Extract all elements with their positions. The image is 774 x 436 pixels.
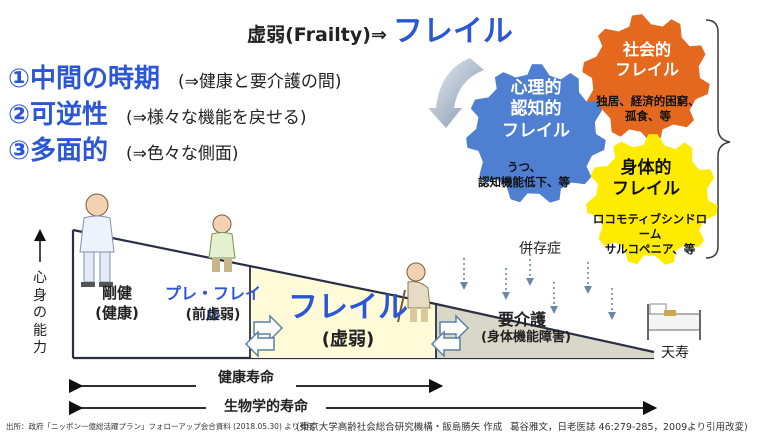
point-2: ②可逆性 (⇒様々な機能を戻せる)	[8, 94, 307, 131]
frailty-gears	[466, 14, 718, 265]
curved-arrow-icon	[428, 58, 484, 128]
physical-gear-label: 身体的 フレイル	[612, 158, 680, 200]
source-middle: (東京大学高齢社会総合研究機構・飯島勝矢 作成	[296, 422, 503, 433]
point-1-label: ①中間の時期	[8, 64, 161, 94]
page-title: 虚弱(Frailty)⇒フレイル	[200, 6, 560, 50]
point-3: ③多面的 (⇒色々な側面)	[8, 130, 239, 167]
prefrail-elder-figure	[208, 214, 236, 272]
social-gear-label: 社会的 フレイル	[614, 40, 679, 79]
stage-frail-sub: (虚弱)	[321, 329, 375, 350]
psych-gear-label: 心理的 認知的 フレイル	[502, 78, 570, 141]
title-main: フレイル	[392, 14, 513, 49]
frail-region	[250, 268, 436, 358]
stage-frail-label: フレイル	[288, 290, 408, 325]
y-axis-label: 心身 の 能力	[33, 270, 47, 356]
frail-elder-figure	[397, 262, 431, 323]
stage-care-label: 要介護	[497, 310, 546, 329]
title-prefix: 虚弱(Frailty)⇒	[247, 24, 387, 46]
biological-lifespan-label: 生物学的寿命	[206, 398, 326, 417]
stage-end-label: 天寿	[661, 345, 689, 361]
point-1: ①中間の時期 (⇒健康と要介護の間)	[8, 58, 342, 95]
point-2-label: ②可逆性	[8, 100, 109, 130]
source-left: 出所：政府「ニッポン一億総活躍プラン」フォローアップ会合資料 (2018.05.…	[6, 422, 315, 431]
gear-group-bracket	[705, 19, 731, 259]
stage-robust-label: 剛健 (健康)	[95, 284, 139, 322]
psych-gear-sub: うつ、 認知機能低下、等	[478, 160, 570, 189]
psych-gear-icon	[466, 64, 606, 203]
robust-elder-figure	[79, 193, 115, 287]
comorbidity-arrows	[463, 254, 613, 312]
stage-prefrail-label: プレ・フレイル	[164, 284, 261, 324]
point-2-note: (⇒様々な機能を戻せる)	[126, 108, 307, 128]
physical-gear-sub: ロコモティブシンドローム サルコペニア、等	[592, 212, 708, 256]
comorbidity-label: 併存症	[519, 241, 561, 257]
care-region	[436, 304, 654, 358]
point-3-label: ③多面的	[8, 136, 109, 166]
reversible-arrows-right	[430, 314, 470, 358]
reversible-arrows-left	[244, 314, 284, 358]
bed-icon	[647, 303, 701, 340]
source-right: 葛谷雅文，日老医誌 46:279-285，2009より引用改変)	[510, 422, 748, 433]
physical-gear-icon	[586, 134, 718, 265]
stage-care-sub: (身体機能障害)	[481, 330, 571, 345]
social-gear-icon	[582, 14, 710, 142]
point-1-note: (⇒健康と要介護の間)	[178, 72, 342, 92]
healthy-lifespan-label: 健康寿命	[196, 369, 296, 388]
point-3-note: (⇒色々な側面)	[126, 144, 239, 164]
social-gear-sub: 独居、経済的困窮、 孤食、等	[596, 94, 700, 123]
stage-prefrail-sub: (前虚弱)	[185, 307, 241, 323]
decline-chart	[71, 228, 655, 360]
